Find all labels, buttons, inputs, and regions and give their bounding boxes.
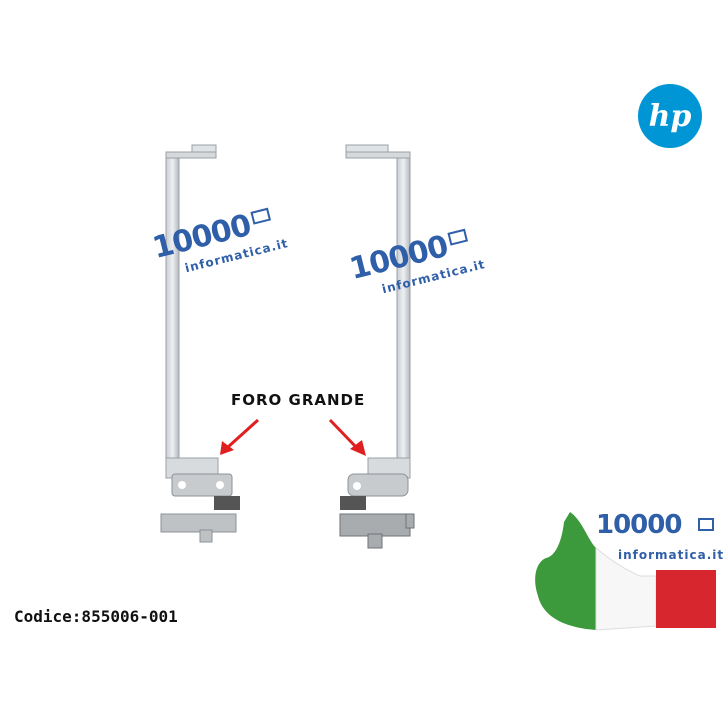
left-hinge bbox=[160, 144, 240, 543]
right-hinge bbox=[339, 144, 415, 549]
laptop-icon bbox=[447, 228, 469, 246]
right-arrow bbox=[328, 418, 358, 449]
product-code: Codice:855006-001 bbox=[14, 607, 178, 626]
foro-grande-label: FORO GRANDE bbox=[231, 391, 366, 409]
italian-flag-thumb-icon bbox=[535, 512, 716, 631]
thumbs-up-badge: 10000 informatica.it bbox=[530, 500, 724, 640]
laptop-icon bbox=[250, 207, 272, 225]
arrows bbox=[220, 418, 366, 456]
laptop-icon bbox=[698, 518, 714, 531]
hp-logo: hp bbox=[638, 84, 702, 148]
left-arrow bbox=[226, 418, 260, 449]
